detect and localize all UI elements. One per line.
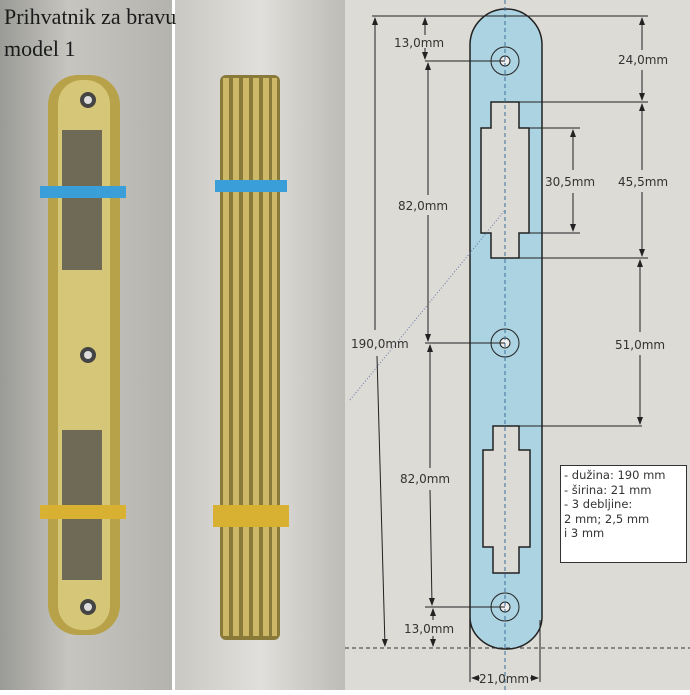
dim-top-hole-offset: 13,0mm: [394, 36, 444, 50]
strike-plates-stack-image: [213, 75, 289, 640]
yellow-rubber-band: [213, 505, 289, 527]
drawing-canvas: 13,0mm 82,0mm 190,0mm 82,0mm 13,0mm 24,0…: [345, 0, 690, 690]
lower-latch-slot: [482, 425, 531, 574]
dim-width: 21,0mm: [479, 672, 529, 686]
spec-length: - dužina: 190 mm: [564, 468, 666, 482]
yellow-rubber-band: [40, 505, 126, 519]
specs-info-box: - dužina: 190 mm - širina: 21 mm - 3 deb…: [560, 465, 687, 563]
dim-slot-gap: 51,0mm: [615, 338, 665, 352]
blue-rubber-band: [215, 180, 287, 192]
dim-total-length: 190,0mm: [351, 337, 409, 351]
dim-hole-spacing-lower: 82,0mm: [400, 472, 450, 486]
dim-slot-inner: 30,5mm: [545, 175, 595, 189]
photo-strike-plate-front: [0, 0, 172, 690]
dim-hole-spacing-upper: 82,0mm: [398, 199, 448, 213]
dim-slot-length: 45,5mm: [618, 175, 668, 189]
title-line-1: Prihvatnik za bravu: [4, 4, 177, 29]
technical-drawing: 13,0mm 82,0mm 190,0mm 82,0mm 13,0mm 24,0…: [345, 0, 690, 690]
spec-thickness-values-2: i 3 mm: [564, 526, 605, 540]
spec-thickness-values: 2 mm; 2,5 mm: [564, 511, 650, 526]
photo-strike-plates-stack: [175, 0, 345, 690]
title-line-2: model 1: [4, 36, 76, 61]
spec-thickness-label: - 3 debljine:: [564, 497, 633, 511]
dim-top-to-slot: 24,0mm: [618, 53, 668, 67]
blue-rubber-band: [40, 186, 126, 198]
spec-width: - širina: 21 mm: [564, 482, 652, 497]
dim-bottom-hole-offset: 13,0mm: [404, 622, 454, 636]
strike-plate-front-image: [40, 75, 126, 635]
